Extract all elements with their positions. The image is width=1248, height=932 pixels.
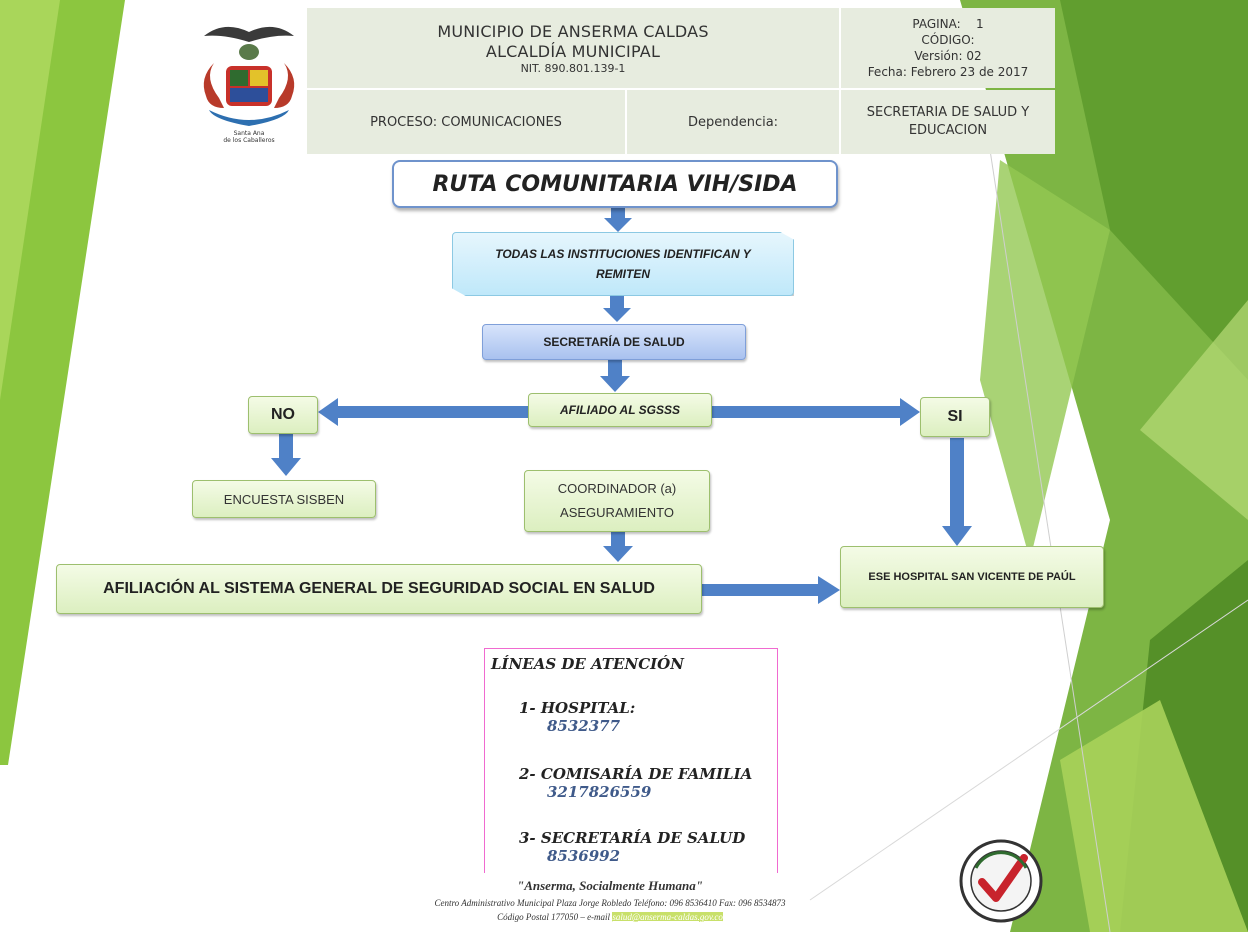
arrow-down-2 xyxy=(603,296,631,322)
version-text: Versión: 02 xyxy=(914,49,982,63)
contact-line-phone: 3217826559 xyxy=(547,783,652,801)
contact-line-label: 1- HOSPITAL: xyxy=(519,699,636,717)
contact-lines-panel: LÍNEAS DE ATENCIÓN 1- HOSPITAL: 8532377 … xyxy=(484,648,778,873)
coordinator-box: COORDINADOR (a) ASEGURAMIENTO xyxy=(524,470,710,532)
arrow-left-no xyxy=(318,398,528,426)
step-identify-refer-text: TODAS LAS INSTITUCIONES IDENTIFICAN Y RE… xyxy=(495,247,751,281)
dependency-label: Dependencia: xyxy=(627,90,839,154)
nit-number: NIT. 890.801.139-1 xyxy=(520,61,626,75)
page-value: 1 xyxy=(975,17,984,31)
contact-line-item: 1- HOSPITAL: 8532377 xyxy=(519,699,635,735)
arrow-down-3 xyxy=(600,360,630,392)
coordinator-line-2: ASEGURAMIENTO xyxy=(560,505,674,520)
affiliation-box: AFILIACIÓN AL SISTEMA GENERAL DE SEGURID… xyxy=(56,564,702,614)
date-text: Fecha: Febrero 23 de 2017 xyxy=(867,65,1029,79)
contact-line-phone: 8536992 xyxy=(547,847,621,865)
arrow-down-no xyxy=(271,434,301,476)
arrow-down-coordinator xyxy=(603,532,633,562)
step-health-secretary: SECRETARÍA DE SALUD xyxy=(482,324,746,360)
step-identify-refer: TODAS LAS INSTITUCIONES IDENTIFICAN Y RE… xyxy=(452,232,794,296)
arrow-down-1 xyxy=(604,208,632,232)
step-health-secretary-text: SECRETARÍA DE SALUD xyxy=(543,335,685,349)
flow-title: RUTA COMUNITARIA VIH/SIDA xyxy=(392,160,838,208)
decision-affiliated: AFILIADO AL SGSSS xyxy=(528,393,712,427)
footer-slogan: "Anserma, Socialmente Humana" xyxy=(517,878,703,893)
arrow-down-si xyxy=(942,438,972,546)
contact-line-phone: 8532377 xyxy=(547,717,621,735)
municipal-logo: Santa Ana de los Caballeros xyxy=(193,8,305,154)
option-si-text: SI xyxy=(947,408,963,425)
survey-sisben-text: ENCUESTA SISBEN xyxy=(223,491,345,507)
logo-caption-1: Santa Ana xyxy=(233,130,265,137)
contact-line-label: 3- SECRETARÍA DE SALUD xyxy=(519,829,746,847)
contact-line-item: 2- COMISARÍA DE FAMILIA 3217826559 xyxy=(519,765,752,801)
document-info-cell: PAGINA: 1 CÓDIGO: Versión: 02 Fecha: Feb… xyxy=(841,8,1055,88)
footer-postal: Código Postal 177050 – e-mail xyxy=(497,912,611,922)
coordinator-line-1: COORDINADOR (a) xyxy=(557,481,677,496)
municipality-name: MUNICIPIO DE ANSERMA CALDAS xyxy=(437,21,709,41)
footer-postal-line: Código Postal 177050 – e-mail salud@anse… xyxy=(330,912,890,922)
arrow-right-si xyxy=(712,398,920,426)
survey-sisben: ENCUESTA SISBEN xyxy=(192,480,376,518)
coat-of-arms-icon xyxy=(203,26,295,126)
footer-email-link[interactable]: salud@anserma-caldas.gov.co xyxy=(612,912,723,922)
contact-line-item: 3- SECRETARÍA DE SALUD 8536992 xyxy=(519,829,745,865)
hospital-box: ESE HOSPITAL SAN VICENTE DE PAÚL xyxy=(840,546,1104,608)
code-label: CÓDIGO: xyxy=(921,33,975,47)
contact-lines-title: LÍNEAS DE ATENCIÓN xyxy=(491,655,684,673)
logo-caption-2: de los Caballeros xyxy=(223,137,275,144)
decision-affiliated-text: AFILIADO AL SGSSS xyxy=(559,403,680,417)
office-name: ALCALDÍA MUNICIPAL xyxy=(485,41,661,61)
option-no: NO xyxy=(248,396,318,434)
process-cell: PROCESO: COMUNICACIONES xyxy=(307,90,625,154)
affiliation-text: AFILIACIÓN AL SISTEMA GENERAL DE SEGURID… xyxy=(103,580,655,597)
quality-seal-icon xyxy=(959,839,1043,923)
footer-address: Centro Administrativo Municipal Plaza Jo… xyxy=(434,898,786,908)
option-no-text: NO xyxy=(271,406,295,423)
header-title-cell: MUNICIPIO DE ANSERMA CALDAS ALCALDÍA MUN… xyxy=(307,8,839,88)
flow-title-text: RUTA COMUNITARIA VIH/SIDA xyxy=(432,171,798,197)
document-header: Santa Ana de los Caballeros MUNICIPIO DE… xyxy=(193,8,1055,154)
hospital-text: ESE HOSPITAL SAN VICENTE DE PAÚL xyxy=(868,571,1076,583)
dependency-value: SECRETARIA DE SALUD Y EDUCACION xyxy=(841,90,1055,154)
option-si: SI xyxy=(920,397,990,437)
contact-line-label: 2- COMISARÍA DE FAMILIA xyxy=(519,765,753,783)
arrow-right-affiliation xyxy=(702,576,840,604)
page-label: PAGINA: xyxy=(912,17,961,31)
